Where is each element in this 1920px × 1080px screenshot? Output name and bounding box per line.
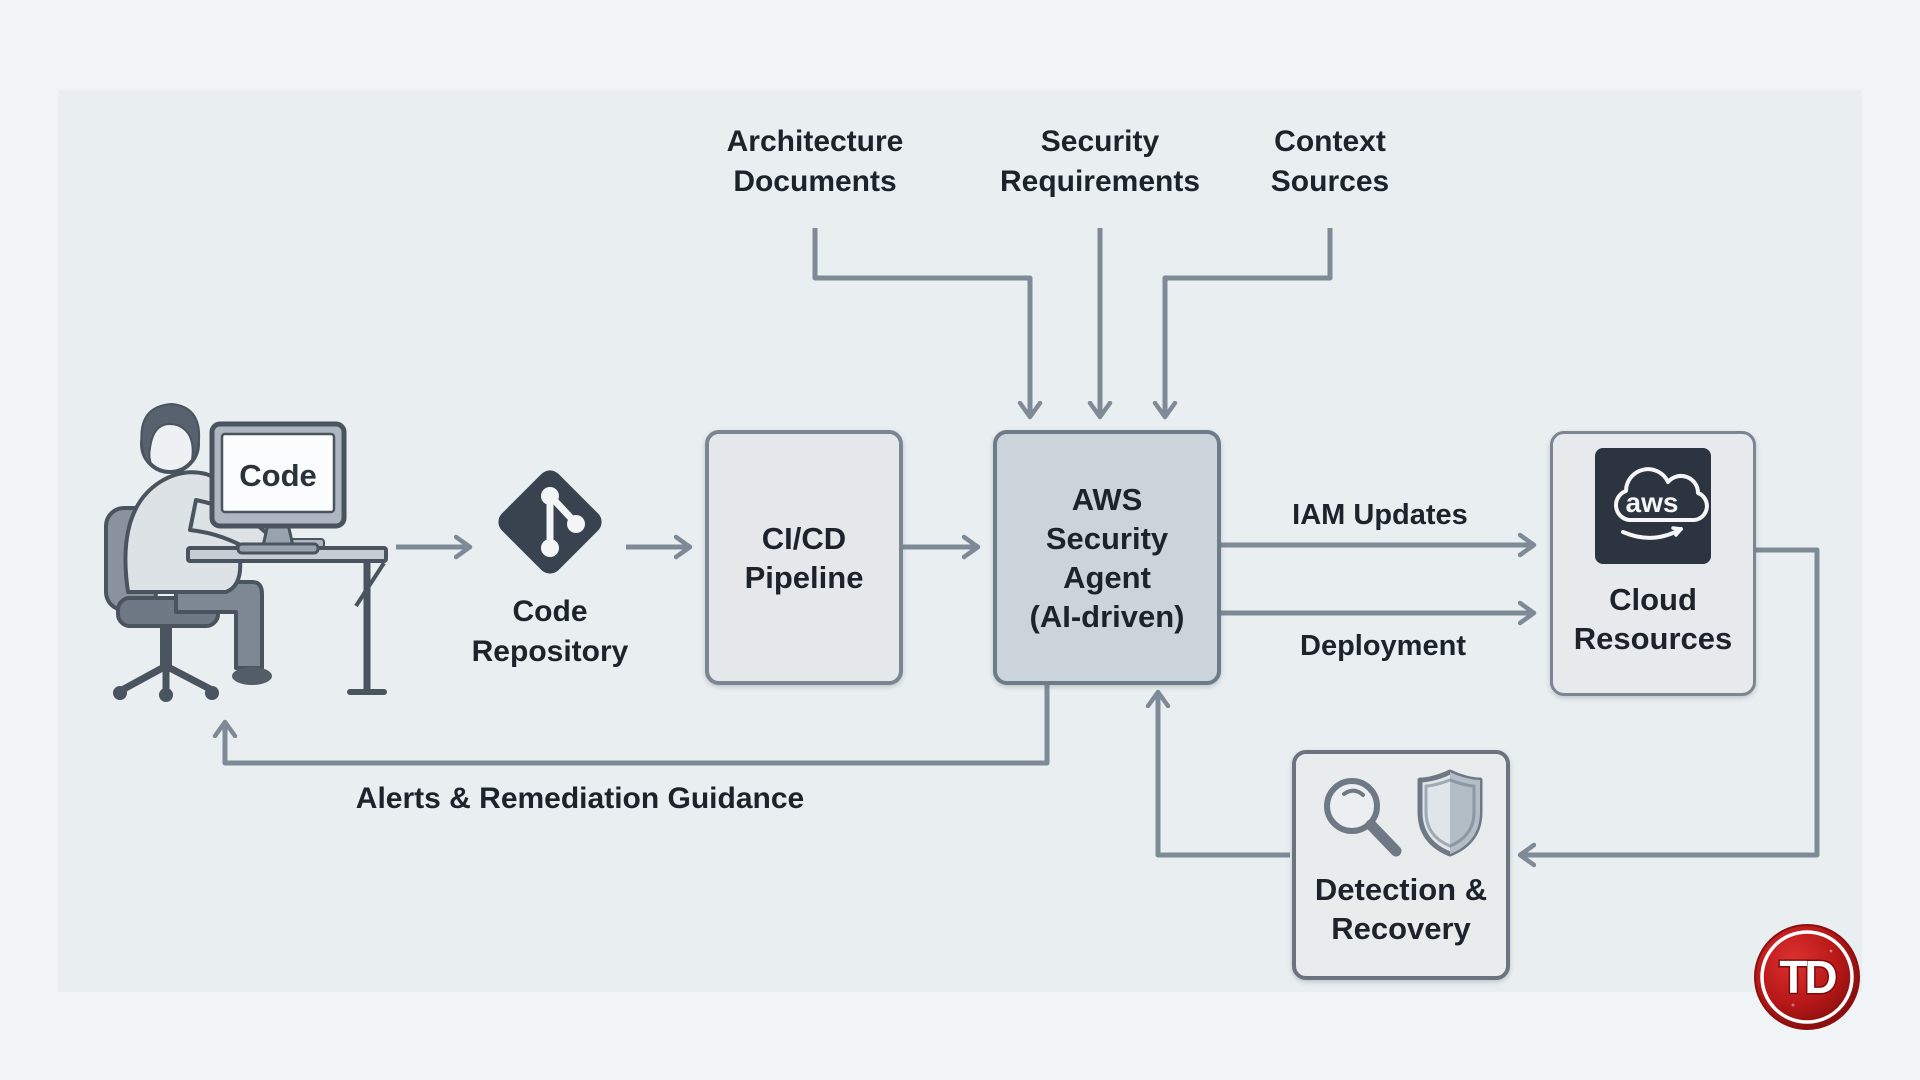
code-repository-label: Code Repository (400, 592, 700, 672)
arrow-context-to-agent (1165, 228, 1333, 415)
input-architecture-documents: Architecture Documents (665, 122, 965, 202)
monitor: Code (209, 421, 347, 555)
agent-label-line: AWS (1071, 481, 1143, 517)
cloud-label-line: Cloud (1609, 582, 1697, 617)
code-repository-line: Code (512, 595, 588, 628)
agent-label-line: Security (1045, 520, 1169, 556)
screen-code-label: Code (239, 458, 317, 493)
agent-label-line: Agent (1063, 559, 1151, 595)
arrow-cloud-to-detection (1522, 547, 1820, 855)
input-context-sources: Context Sources (1180, 122, 1480, 202)
shield-icon (1417, 769, 1483, 857)
arrow-architecture-to-agent (812, 228, 1030, 415)
cloud-label-line: Resources (1573, 621, 1733, 656)
detection-icons (1324, 769, 1483, 857)
agent-label-line: (AI-driven) (1029, 598, 1185, 634)
cicd-pipeline-box: CI/CD Pipeline (705, 430, 903, 685)
input-label-line: Context (1274, 125, 1386, 158)
td-logo-text: TD (1779, 951, 1836, 1003)
developer-illustration: Code (104, 403, 388, 702)
input-label-line: Architecture (726, 125, 904, 158)
td-logo: TD (1754, 924, 1860, 1030)
aws-logo-icon: aws (1595, 448, 1711, 564)
input-label-line: Requirements (999, 165, 1201, 198)
arrow-alerts-feedback (225, 679, 1050, 766)
input-security-requirements: Security Requirements (950, 122, 1250, 202)
input-label-line: Documents (733, 165, 897, 198)
aws-logo-text: aws (1626, 487, 1679, 518)
code-repository-line: Repository (471, 635, 629, 668)
detection-label-line: Detection & (1314, 872, 1488, 907)
magnifier-icon (1324, 778, 1402, 857)
aws-security-agent-box: AWS Security Agent (AI-driven) (993, 430, 1221, 685)
cloud-resources-box: aws Cloud Resources (1550, 431, 1756, 696)
edge-label-deployment: Deployment (1300, 630, 1466, 662)
input-label-line: Sources (1270, 165, 1390, 198)
detection-label-line: Recovery (1331, 911, 1471, 946)
detection-recovery-box: Detection & Recovery (1292, 750, 1510, 980)
git-icon (498, 470, 602, 574)
edge-label-iam-updates: IAM Updates (1292, 499, 1468, 531)
cicd-label-line: Pipeline (744, 559, 864, 595)
cicd-label-line: CI/CD (761, 520, 847, 556)
input-label-line: Security (1040, 125, 1160, 158)
edge-label-alerts-remediation: Alerts & Remediation Guidance (355, 782, 805, 815)
arrow-detection-to-agent (1158, 694, 1290, 858)
